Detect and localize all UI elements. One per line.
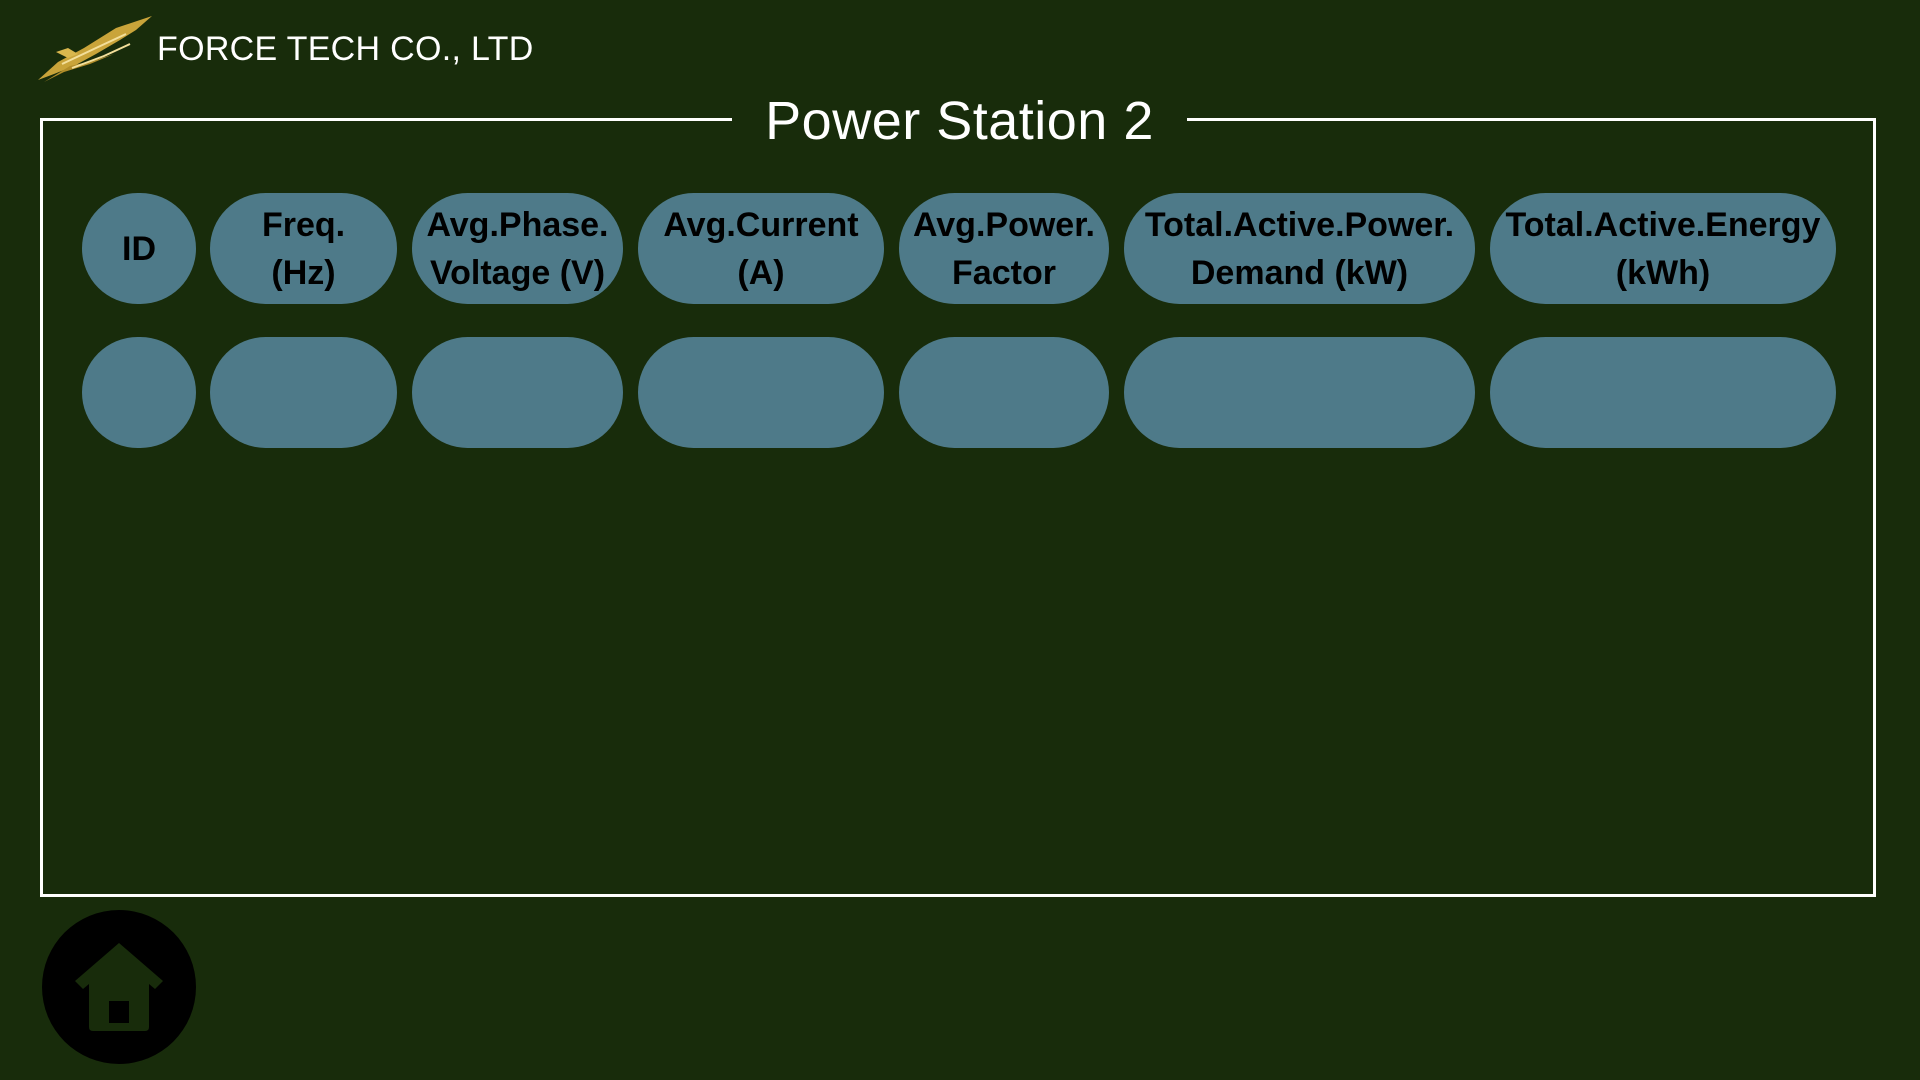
value-cell-avg-current [638,337,884,448]
column-header-avg-power-factor: Avg.Power. Factor [899,193,1109,304]
home-button[interactable] [42,910,196,1064]
value-cell-total-active-power-demand [1124,337,1475,448]
column-header-total-active-power-demand: Total.Active.Power. Demand (kW) [1124,193,1475,304]
column-header-total-active-energy: Total.Active.Energy (kWh) [1490,193,1836,304]
page-title: Power Station 2 [732,86,1187,156]
eagle-wing-icon [38,16,152,82]
column-header-id: ID [82,193,196,304]
value-cell-frequency [210,337,397,448]
value-cell-avg-phase-voltage [412,337,623,448]
company-name: FORCE TECH CO., LTD [157,30,534,68]
value-cell-id [82,337,196,448]
home-icon [75,943,163,1031]
column-header-frequency: Freq. (Hz) [210,193,397,304]
value-cell-total-active-energy [1490,337,1836,448]
value-cell-avg-power-factor [899,337,1109,448]
column-header-avg-current: Avg.Current (A) [638,193,884,304]
column-header-avg-phase-voltage: Avg.Phase. Voltage (V) [412,193,623,304]
